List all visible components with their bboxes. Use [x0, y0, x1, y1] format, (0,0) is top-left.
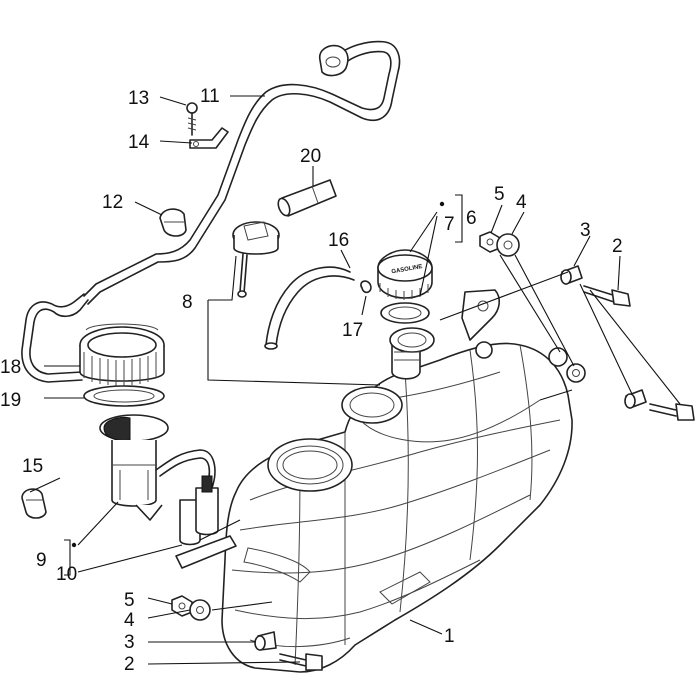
- hose-16: [264, 266, 355, 350]
- callout-2-lower: 2: [124, 654, 135, 675]
- callout-18: 18: [0, 357, 21, 378]
- washer-4-lower: [189, 599, 211, 621]
- bolt-2-upper: [583, 285, 631, 307]
- callout-7: 7: [444, 214, 455, 235]
- fuel-tank: [221, 289, 573, 673]
- callout-labels: 1 2 2 3 3 4 4 5 5 6 7 8 9 10 11 12 13 14…: [0, 86, 623, 675]
- callout-12: 12: [102, 192, 123, 213]
- cap-gasket: [380, 302, 430, 324]
- spacer-3-upper: [560, 265, 583, 285]
- fuel-cap: GASOLINE: [377, 249, 433, 300]
- callout-4-lower: 4: [124, 610, 135, 631]
- callout-20: 20: [300, 146, 321, 167]
- callout-2-upper: 2: [612, 236, 623, 257]
- callout-5-lower: 5: [124, 590, 135, 611]
- pump-gasket: [83, 385, 165, 407]
- callout-14: 14: [128, 132, 150, 153]
- callout-13: 13: [128, 88, 149, 109]
- callout-15: 15: [22, 456, 43, 477]
- screw-13: [186, 102, 198, 136]
- bolt-2-right: [649, 403, 695, 421]
- washer-4-upper: [496, 233, 520, 257]
- callout-4-upper: 4: [516, 192, 527, 213]
- callout-17: 17: [342, 320, 363, 341]
- fuel-level-sender: [232, 221, 280, 298]
- cap-label: GASOLINE: [391, 264, 423, 275]
- callout-3-lower: 3: [124, 632, 135, 653]
- leader-lines: [29, 95, 681, 665]
- callout-6: 6: [466, 208, 477, 229]
- spacer-3-lower: [624, 389, 647, 409]
- clamp-15: [21, 488, 47, 519]
- breather-hose: [21, 40, 401, 383]
- bolt-2-bottom: [279, 653, 323, 671]
- callout-9: 9: [36, 550, 47, 571]
- callout-16: 16: [328, 230, 349, 251]
- callout-10: 10: [56, 564, 77, 585]
- callout-5-upper: 5: [494, 184, 505, 205]
- spacer-3-bottom: [254, 631, 277, 651]
- callout-1: 1: [444, 626, 455, 647]
- filler-neck: [389, 327, 435, 380]
- callout-8: 8: [182, 292, 193, 313]
- hose-clamp-12: [159, 208, 187, 237]
- vent-pipe-20: [277, 179, 337, 217]
- clip-17: [360, 280, 372, 294]
- callout-19: 19: [0, 390, 21, 411]
- pump-lock-ring: [79, 323, 165, 386]
- fuel-pump-assembly: [99, 414, 237, 569]
- callout-11: 11: [200, 86, 220, 107]
- callout-3-upper: 3: [580, 220, 591, 241]
- group-dot-9-10: [71, 542, 77, 548]
- bracket-14: [189, 127, 229, 149]
- group-dot-6-7: [439, 201, 445, 207]
